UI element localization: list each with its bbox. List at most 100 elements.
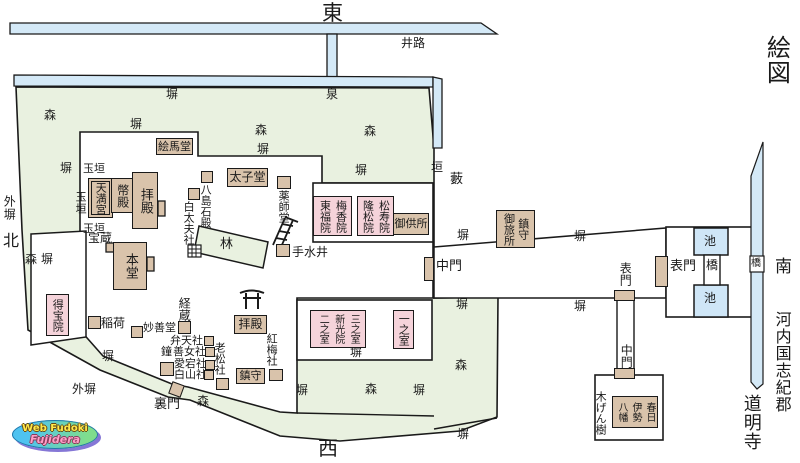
wall-label: 塀: [456, 297, 469, 311]
tamagaki-label: 玉垣: [83, 222, 105, 235]
oimatsu-sha-box: [216, 378, 229, 390]
rooms-building: 三之室 新光院 二之室: [310, 310, 366, 348]
pond-label: 池: [704, 291, 717, 305]
wall-label: 塀: [60, 161, 73, 175]
outer-wall-label: 外塀: [2, 195, 17, 221]
river-bridge: [749, 255, 765, 273]
middle-gate: [424, 257, 434, 281]
forest-label: 森: [255, 123, 268, 137]
spring-label: 泉: [326, 87, 339, 101]
haiden-south-label: 拝殿: [238, 317, 263, 332]
wall-label: 塀: [296, 383, 309, 397]
inari-box: [88, 316, 101, 329]
kobai-sha-label: 紅梅社: [265, 333, 279, 366]
thicket-label: 藪: [450, 172, 464, 187]
wall-label: 塀: [574, 299, 587, 313]
middle-gate-south-label: 中門: [619, 344, 634, 368]
outer-wall-label: 外塀: [72, 382, 97, 396]
benten-sha-box: [204, 336, 214, 346]
fukutoin-baikoin-building: 梅香院 東福院: [313, 196, 352, 236]
chinju-otabisho-building: 鎮守 御旅所: [496, 210, 535, 248]
logo-line2: Fujidera: [29, 433, 80, 446]
forest-label: 森: [25, 252, 38, 266]
pond-upper: [693, 227, 729, 256]
rooms-label: 三之室 新光院 二之室: [317, 314, 360, 344]
emado-label: 絵馬堂: [158, 139, 191, 153]
haiden-label: 拝殿: [137, 187, 153, 214]
gokusho-label: 御供所: [394, 217, 428, 231]
front-gate-south-label: 表門: [618, 262, 633, 286]
myozendo-box: [131, 326, 143, 338]
site-logo[interactable]: Web Fudoki Fujidera: [12, 420, 98, 449]
forest-label: 森: [364, 124, 377, 138]
hakusan-sha-box: [204, 370, 214, 380]
forest-label: 森: [455, 358, 468, 372]
zennyo-sha-label: 善女社: [173, 345, 206, 358]
tokuhoin-enclosure: [30, 230, 87, 346]
canal-branch: [326, 33, 338, 78]
compass-east: 東: [322, 1, 343, 25]
wall-label: 塀: [574, 229, 587, 243]
wall-label: 塀: [413, 383, 426, 397]
tenmangu-label: 天満宮: [94, 181, 108, 215]
hondo-building: 本堂: [113, 242, 147, 290]
emado-building: 絵馬堂: [156, 138, 193, 155]
wall-label: 塀: [457, 427, 470, 441]
pond-label: 池: [704, 234, 717, 248]
yakushido-label: 薬師堂: [277, 190, 291, 223]
torii-icon: [239, 289, 265, 309]
wall-line-south: [296, 412, 435, 417]
grove-area: [193, 225, 269, 269]
compass-west: 西: [318, 436, 338, 460]
middle-gate-label: 中門: [436, 259, 463, 274]
chozu-well-label: 手水井: [292, 245, 329, 259]
tamagaki-label: 玉垣: [83, 162, 105, 175]
tamagaki-label: 玉垣: [74, 191, 88, 215]
haiden-step: [157, 200, 166, 217]
front-gate-south: [614, 290, 635, 301]
wall-label: 塀: [257, 142, 270, 156]
hozo-label: 宝蔵: [88, 231, 113, 245]
bell-tower-box: [160, 362, 174, 376]
compass-north: 北: [3, 231, 20, 250]
front-gate: [655, 256, 668, 287]
yashima-sekiden-label: 八島石殿: [199, 184, 213, 228]
shirotayu-sha-box: [188, 188, 200, 200]
pond-bridge: [703, 254, 721, 286]
gokusho-building: 御供所: [393, 213, 429, 235]
kasuga-ise-hachiman-building: 春日 伊勢 八幡: [612, 396, 658, 428]
tokuhoin-label: 得宝院: [51, 298, 65, 332]
wall-label: 塀: [457, 228, 470, 242]
bell-label: 鐘: [161, 345, 172, 358]
yakushido-box: [277, 176, 291, 189]
chinju-otabisho-label: 鎮守 御旅所: [502, 212, 530, 246]
wall-line-southeast: [433, 417, 498, 430]
canal-irrigation: [9, 22, 500, 35]
compass-south: 南: [775, 257, 792, 277]
oimatsu-sha-label: 老松社: [213, 342, 227, 375]
wall-label: 塀: [102, 349, 115, 363]
pond-lower: [693, 284, 729, 318]
chinju-label: 鎮守: [239, 369, 262, 383]
hakusan-sha-label: 白山社: [174, 368, 207, 381]
map-title: 絵図: [762, 35, 791, 85]
hondo-label: 本堂: [122, 253, 138, 279]
shirotayu-sha-label: 白太夫社: [182, 201, 196, 245]
well-icon: [187, 244, 202, 258]
kyozo-label: 経蔵: [177, 297, 192, 321]
yashima-sekiden-box: [201, 171, 213, 183]
middle-gate-south: [614, 368, 635, 379]
chinju-building: 鎮守: [236, 368, 265, 384]
wall-label: 塀: [355, 163, 368, 177]
taishido-building: 太子堂: [227, 168, 268, 187]
bridge-label: 橋: [706, 258, 719, 272]
province-title: 河内国志紀郡: [772, 311, 792, 413]
wall-label: 塀: [41, 252, 54, 266]
wall-label: 塀: [350, 345, 363, 359]
benten-sha-label: 弁天社: [170, 334, 203, 347]
haiden-south-building: 拝殿: [234, 315, 267, 334]
atago-sha-box: [205, 360, 215, 370]
logo-line1: Web Fudoki: [22, 423, 88, 434]
moat-strip-east: [432, 76, 443, 149]
fukutoin-baikoin-label: 梅香院 東福院: [318, 199, 348, 233]
